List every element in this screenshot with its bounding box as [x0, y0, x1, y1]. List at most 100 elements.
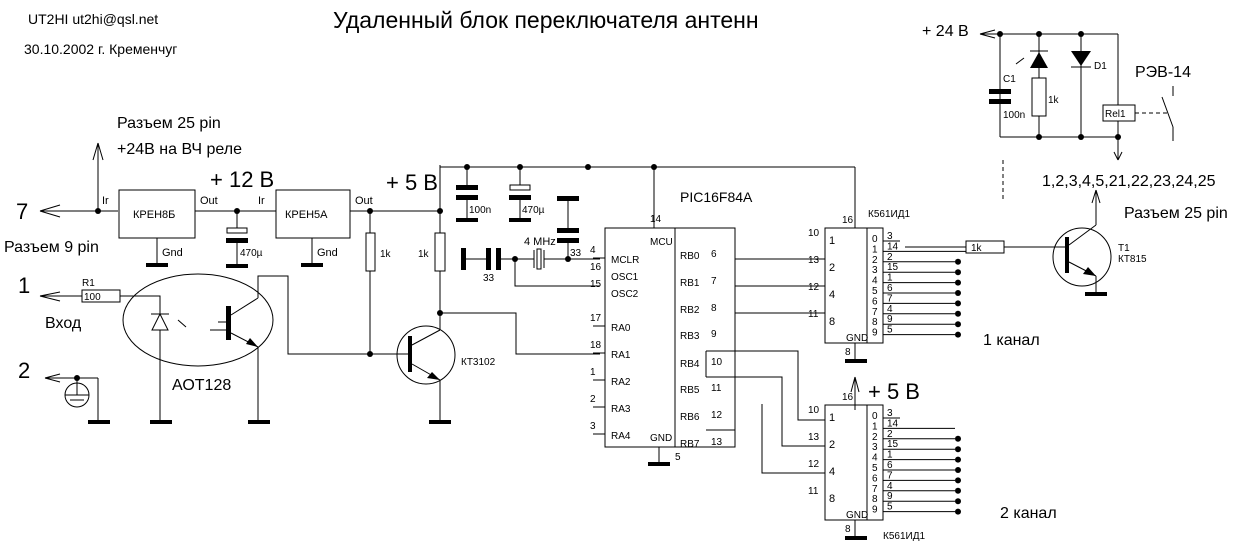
- svg-text:7: 7: [872, 484, 878, 495]
- svg-text:1k: 1k: [1048, 95, 1060, 106]
- svg-text:2: 2: [872, 255, 878, 266]
- svg-text:33: 33: [483, 273, 495, 284]
- svg-text:15: 15: [590, 279, 602, 290]
- svg-text:1: 1: [887, 450, 893, 461]
- svg-text:0: 0: [872, 234, 878, 245]
- regulator-kren5a: КРЕН5А Ir Out Gnd: [258, 189, 373, 267]
- svg-text:15: 15: [887, 262, 899, 273]
- capacitor-33-a: 33: [557, 196, 582, 260]
- svg-text:14: 14: [650, 214, 662, 225]
- svg-text:9: 9: [872, 505, 878, 516]
- optocoupler-aot128: АОТ128: [122, 273, 370, 424]
- v5-label: + 5 В: [386, 170, 438, 195]
- svg-text:8: 8: [845, 347, 851, 358]
- svg-text:Out: Out: [355, 195, 373, 207]
- svg-text:RB1: RB1: [680, 278, 700, 289]
- channel-2-label: 2 канал: [1000, 505, 1057, 522]
- pin-1-arrow: [39, 291, 82, 302]
- svg-text:470µ: 470µ: [522, 205, 545, 216]
- v5-decoder2-label: + 5 В: [868, 379, 920, 404]
- decoder-2-name: К561ИД1: [883, 531, 925, 542]
- svg-text:5: 5: [872, 463, 878, 474]
- mcu-pin-rb3: RB3 9: [680, 329, 717, 342]
- svg-text:13: 13: [808, 255, 820, 266]
- svg-text:RB3: RB3: [680, 331, 700, 342]
- svg-text:RA3: RA3: [611, 404, 631, 415]
- svg-text:9: 9: [887, 491, 893, 502]
- svg-text:КРЕН5А: КРЕН5А: [285, 209, 328, 221]
- svg-text:7: 7: [887, 470, 893, 481]
- svg-text:100: 100: [84, 292, 101, 303]
- svg-text:1: 1: [829, 235, 835, 247]
- svg-text:17: 17: [590, 313, 602, 324]
- svg-text:2: 2: [829, 262, 835, 274]
- svg-text:7: 7: [872, 307, 878, 318]
- conn25-top-note: +24В на ВЧ реле: [117, 141, 242, 158]
- svg-text:4: 4: [829, 466, 835, 478]
- svg-text:OSC2: OSC2: [611, 289, 639, 300]
- input-label: Вход: [45, 315, 82, 332]
- svg-text:10: 10: [808, 228, 820, 239]
- svg-text:16: 16: [590, 262, 602, 273]
- svg-text:15: 15: [887, 439, 899, 450]
- svg-text:Out: Out: [200, 195, 218, 207]
- svg-text:RA2: RA2: [611, 377, 631, 388]
- svg-text:10: 10: [711, 357, 723, 368]
- svg-text:5: 5: [887, 502, 893, 513]
- pin-2-ground: [44, 373, 110, 424]
- capacitor-470u-a: 470µ: [226, 211, 263, 268]
- svg-text:5: 5: [887, 325, 893, 336]
- pin-1-label: 1: [18, 273, 30, 298]
- svg-text:3: 3: [872, 442, 878, 453]
- conn9-label: Разъем 9 pin: [4, 239, 99, 256]
- regulator-krен8b: КРЕН8Б Ir Out Gnd: [102, 189, 218, 267]
- svg-text:6: 6: [872, 296, 878, 307]
- svg-text:1k: 1k: [380, 249, 392, 260]
- capacitor-100n: 100n: [456, 167, 491, 222]
- svg-text:6: 6: [887, 460, 893, 471]
- resistor-r1: 100 R1: [81, 278, 161, 420]
- svg-text:1: 1: [590, 367, 596, 378]
- svg-text:T1: T1: [1118, 243, 1130, 254]
- callsign-email: UT2HI ut2hi@qsl.net: [28, 11, 158, 27]
- resistor-1k-b: 1k: [418, 165, 446, 316]
- svg-text:4 MHz: 4 MHz: [524, 236, 556, 248]
- svg-text:9: 9: [711, 329, 717, 340]
- v24-label: + 24 В: [922, 23, 969, 40]
- svg-text:RB2: RB2: [680, 305, 700, 316]
- svg-text:6: 6: [872, 473, 878, 484]
- svg-text:GND: GND: [846, 510, 868, 521]
- v12-label: + 12 В: [210, 167, 274, 192]
- svg-text:3: 3: [590, 421, 596, 432]
- svg-text:8: 8: [872, 494, 878, 505]
- svg-text:1: 1: [887, 273, 893, 284]
- svg-text:RB7: RB7: [680, 439, 700, 450]
- conn25-top-label: Разъем 25 pin: [117, 115, 221, 132]
- page-title: Удаленный блок переключателя антенн: [333, 7, 759, 33]
- svg-text:КТ815: КТ815: [1118, 254, 1147, 265]
- resistor-1k-c: 1k: [905, 240, 1050, 254]
- capacitor-33-b: 33: [461, 248, 518, 284]
- channel-1-label: 1 канал: [983, 332, 1040, 349]
- svg-text:13: 13: [711, 437, 723, 448]
- mcu-pic16f84a: PIC16F84A 14 MCU GND 5: [604, 167, 753, 466]
- svg-text:1k: 1k: [418, 249, 430, 260]
- svg-text:6: 6: [711, 249, 717, 260]
- svg-text:RB5: RB5: [680, 385, 700, 396]
- svg-text:5: 5: [675, 452, 681, 463]
- svg-text:11: 11: [808, 309, 819, 320]
- svg-text:R1: R1: [82, 278, 95, 289]
- svg-text:RA1: RA1: [611, 350, 631, 361]
- svg-text:2: 2: [590, 394, 596, 405]
- conn25-up-arrow: [92, 142, 104, 214]
- svg-text:10: 10: [808, 405, 820, 416]
- svg-text:РЭВ-14: РЭВ-14: [1135, 64, 1191, 81]
